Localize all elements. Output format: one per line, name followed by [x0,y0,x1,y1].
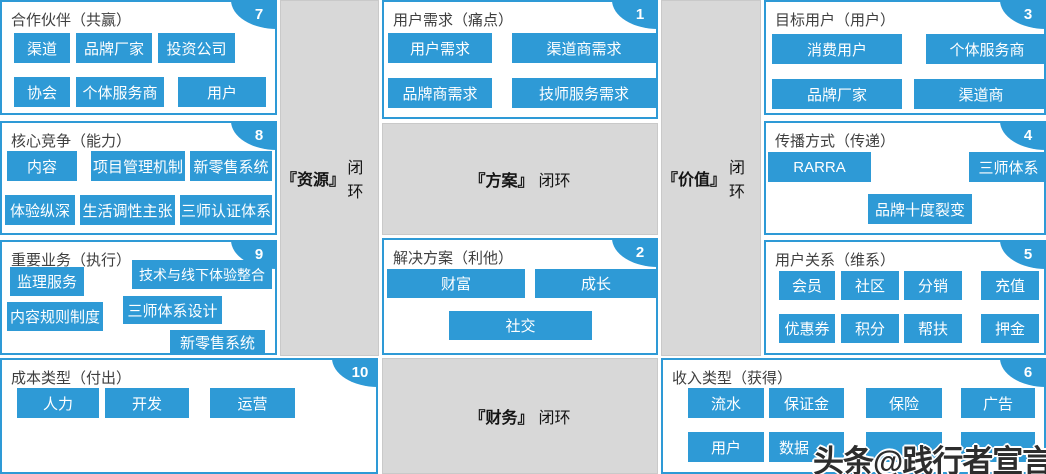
tag: 品牌厂家 [76,33,152,63]
block-title-partners: 合作伙伴（共赢） [11,12,132,29]
tag: 充值 [981,271,1039,300]
loop-plan-suffix: 闭环 [538,173,571,190]
badge-2: 2 [612,238,658,267]
tag: 保证金 [769,388,844,418]
tag: 三师认证体系 [180,195,272,225]
block-title-target-users: 目标用户（用户） [775,12,896,29]
tag: 新零售系统 [190,151,272,181]
tag [866,432,942,462]
tag: 品牌商需求 [388,78,492,108]
tag: 成长 [535,269,657,298]
block-title-user-needs: 用户需求（痛点） [393,12,514,29]
tag [961,432,1035,462]
tag: 优惠券 [779,314,835,343]
tag: 社区 [841,271,899,300]
tag: 积分 [841,314,899,343]
block-title-core-competence: 核心竞争（能力） [11,133,132,150]
loop-finance: 『财务』闭环 [382,358,658,474]
tag: 个体服务商 [926,34,1046,64]
tag: 财富 [387,269,525,298]
block-cost: 成本类型（付出） 10 人力 开发 运营 [0,358,378,474]
block-title-income: 收入类型（获得） [672,370,793,387]
block-title-relations: 用户关系（维系） [775,252,896,269]
watermark-text: 头条@践行者宣言 [813,444,1046,474]
block-core-competence: 核心竞争（能力） 8 内容 项目管理机制 新零售系统 体验纵深 生活调性主张 三… [0,121,277,235]
tag: 帮扶 [904,314,962,343]
block-income: 收入类型（获得） 6 流水 保证金 保险 广告 用户 数据 [661,358,1046,474]
loop-finance-suffix: 闭环 [538,410,571,427]
block-title-key-business: 重要业务（执行） [11,252,132,269]
tag: 品牌厂家 [772,79,902,109]
loop-value-name: 『价值』 [662,172,727,189]
tag: 内容 [7,151,77,181]
tag: 渠道商需求 [512,33,656,63]
block-partners: 合作伙伴（共赢） 7 渠道 品牌厂家 投资公司 协会 个体服务商 用户 [0,0,277,115]
tag: 用户 [688,432,764,462]
tag: 内容规则制度 [7,302,103,331]
loop-value: 『价值』闭环 [661,0,761,356]
tag: 生活调性主张 [80,195,175,225]
tag: 投资公司 [158,33,235,63]
tag: 用户 [178,77,266,107]
block-title-solution: 解决方案（利他） [393,250,514,267]
tag: 项目管理机制 [91,151,185,181]
block-spread: 传播方式（传递） 4 RARRA 三师体系 品牌十度裂变 [764,121,1046,235]
tag: 技术与线下体验整合 [132,260,272,289]
block-relations: 用户关系（维系） 5 会员 社区 分销 充值 优惠券 积分 帮扶 押金 [764,240,1046,355]
tag: 广告 [961,388,1035,418]
tag: 品牌十度裂变 [868,194,972,224]
tag: 流水 [688,388,764,418]
tag: RARRA [768,152,871,182]
tag: 分销 [904,271,962,300]
tag: 个体服务商 [76,77,164,107]
tag: 运营 [210,388,295,418]
tag: 三师体系 [969,152,1046,182]
badge-4: 4 [1000,121,1046,150]
tag: 渠道 [14,33,70,63]
badge-5: 5 [1000,240,1046,269]
badge-10: 10 [332,358,378,387]
badge-1: 1 [612,0,658,29]
block-title-spread: 传播方式（传递） [775,133,896,150]
badge-6: 6 [1000,358,1046,387]
tag: 用户需求 [388,33,492,63]
tag: 开发 [105,388,189,418]
tag: 三师体系设计 [123,296,222,324]
badge-8: 8 [231,121,277,150]
tag: 社交 [449,311,592,340]
tag: 会员 [779,271,835,300]
tag: 监理服务 [10,267,84,296]
tag: 数据 [769,432,844,462]
tag: 协会 [14,77,70,107]
loop-finance-name: 『财务』 [469,410,534,427]
badge-7: 7 [231,0,277,29]
tag: 押金 [981,314,1039,343]
tag: 技师服务需求 [512,78,656,108]
loop-resource-name: 『资源』 [281,172,346,189]
block-title-cost: 成本类型（付出） [11,370,132,387]
block-target-users: 目标用户（用户） 3 消费用户 个体服务商 品牌厂家 渠道商 [764,0,1046,115]
loop-value-suffix: 闭环 [729,160,746,201]
tag: 渠道商 [914,79,1046,109]
loop-resource: 『资源』闭环 [280,0,379,356]
tag: 保险 [866,388,942,418]
badge-3: 3 [1000,0,1046,29]
block-key-business: 重要业务（执行） 9 监理服务 技术与线下体验整合 内容规则制度 三师体系设计 … [0,240,277,355]
loop-plan: 『方案』闭环 [382,123,658,235]
tag: 新零售系统 [170,330,265,355]
block-solution: 解决方案（利他） 2 财富 成长 社交 [382,238,658,355]
tag: 人力 [17,388,99,418]
block-user-needs: 用户需求（痛点） 1 用户需求 渠道商需求 品牌商需求 技师服务需求 [382,0,658,119]
loop-resource-suffix: 闭环 [347,160,364,201]
loop-plan-name: 『方案』 [469,173,534,190]
tag: 消费用户 [772,34,902,64]
tag: 体验纵深 [5,195,75,225]
